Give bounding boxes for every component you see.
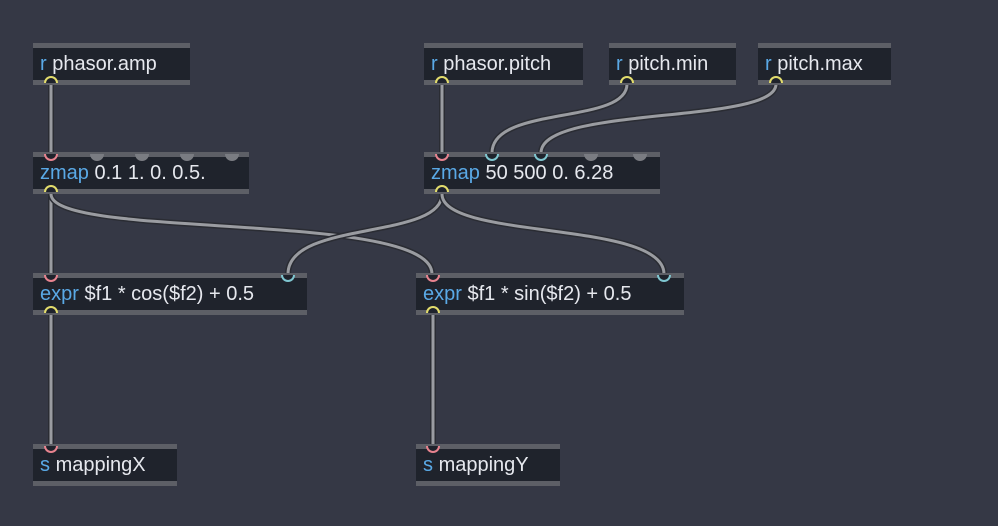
inlet-hot[interactable] xyxy=(426,275,440,282)
object-class: r xyxy=(765,53,778,75)
object-args: phasor.pitch xyxy=(443,53,552,75)
outlet[interactable] xyxy=(435,76,449,83)
object-args: pitch.max xyxy=(777,53,863,75)
inlet-cold[interactable] xyxy=(534,154,548,161)
inlet-unused[interactable] xyxy=(584,154,598,161)
inlet-hot[interactable] xyxy=(426,446,440,453)
inlet-cold[interactable] xyxy=(281,275,295,282)
inlet-unused[interactable] xyxy=(633,154,647,161)
send-mapping-y-object[interactable]: s mappingY xyxy=(416,444,560,486)
inlet-cold[interactable] xyxy=(485,154,499,161)
expr-sin-object[interactable]: expr $f1 * sin($f2) + 0.5 xyxy=(416,273,684,315)
object-args: phasor.amp xyxy=(52,53,157,75)
object-class: r xyxy=(431,53,444,75)
send-mapping-x-object[interactable]: s mappingX xyxy=(33,444,177,486)
object-class: zmap xyxy=(40,162,95,184)
zmap-amp-object[interactable]: zmap 0.1 1. 0. 0.5. xyxy=(33,152,249,194)
object-class: s xyxy=(40,454,56,476)
receive-phasor-pitch-object[interactable]: r phasor.pitch xyxy=(424,43,583,85)
outlet[interactable] xyxy=(44,185,58,192)
receive-pitch-min-object[interactable]: r pitch.min xyxy=(609,43,736,85)
object-args: 50 500 0. 6.28 xyxy=(485,162,614,184)
object-class: zmap xyxy=(431,162,486,184)
outlet[interactable] xyxy=(769,76,783,83)
inlet-unused[interactable] xyxy=(90,154,104,161)
patch-cord[interactable] xyxy=(538,81,779,156)
patch-cord[interactable] xyxy=(489,81,630,156)
inlet-unused[interactable] xyxy=(135,154,149,161)
object-args: mappingX xyxy=(55,454,146,476)
inlet-unused[interactable] xyxy=(225,154,239,161)
object-class: r xyxy=(40,53,53,75)
object-class: r xyxy=(616,53,629,75)
object-class: s xyxy=(423,454,439,476)
inlet-hot[interactable] xyxy=(435,154,449,161)
object-args: $f1 * cos($f2) + 0.5 xyxy=(84,283,255,305)
receive-pitch-max-object[interactable]: r pitch.max xyxy=(758,43,891,85)
object-args: 0.1 1. 0. 0.5. xyxy=(94,162,206,184)
expr-cos-object[interactable]: expr $f1 * cos($f2) + 0.5 xyxy=(33,273,307,315)
outlet[interactable] xyxy=(44,76,58,83)
receive-phasor-amp-object[interactable]: r phasor.amp xyxy=(33,43,190,85)
object-args: $f1 * sin($f2) + 0.5 xyxy=(467,283,632,305)
outlet[interactable] xyxy=(435,185,449,192)
inlet-unused[interactable] xyxy=(180,154,194,161)
object-class: expr xyxy=(40,283,85,305)
object-class: expr xyxy=(423,283,468,305)
outlet[interactable] xyxy=(44,306,58,313)
inlet-cold[interactable] xyxy=(657,275,671,282)
zmap-pitch-object[interactable]: zmap 50 500 0. 6.28 xyxy=(424,152,660,194)
inlet-hot[interactable] xyxy=(44,154,58,161)
object-args: pitch.min xyxy=(628,53,709,75)
object-args: mappingY xyxy=(438,454,529,476)
patch-cord[interactable] xyxy=(439,191,667,277)
patch-cord[interactable] xyxy=(48,191,435,277)
inlet-hot[interactable] xyxy=(44,275,58,282)
outlet[interactable] xyxy=(620,76,634,83)
outlet[interactable] xyxy=(426,306,440,313)
inlet-hot[interactable] xyxy=(44,446,58,453)
